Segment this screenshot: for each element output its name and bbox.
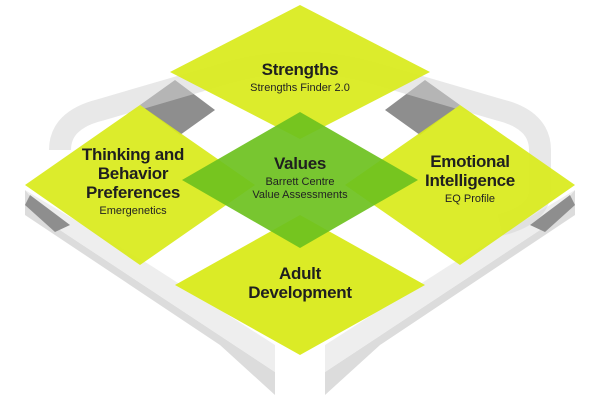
node-values-title: Values <box>273 154 327 173</box>
base-frame-left-top <box>25 190 275 372</box>
node-adult-title-line-2: Development <box>248 283 352 302</box>
frame-dark-right-low <box>530 195 575 232</box>
node-eq-title-line-2: Intelligence <box>425 171 515 190</box>
node-emotional-intelligence: Emotional Intelligence EQ Profile <box>385 152 555 206</box>
base-frame-left-side <box>25 190 275 395</box>
node-thinking-subtitle: Emergenetics <box>99 205 167 217</box>
node-values-subtitle-line-1: Barrett Centre <box>265 176 335 188</box>
node-thinking-title-line-1: Thinking and <box>81 145 185 164</box>
diamond-right <box>345 105 575 265</box>
node-eq-subtitle: EQ Profile <box>444 193 496 205</box>
node-adult-development: Adult Development <box>210 264 390 302</box>
diamond-left <box>25 105 255 265</box>
node-strengths-title: Strengths <box>261 60 339 79</box>
diamond-center <box>182 112 418 248</box>
base-frame-right-top <box>325 190 575 372</box>
frame-dark-left-low <box>25 195 70 232</box>
node-thinking-title-line-3: Preferences <box>85 183 181 202</box>
node-strengths-subtitle: Strengths Finder 2.0 <box>250 82 350 94</box>
node-strengths: Strengths Strengths Finder 2.0 <box>200 60 400 95</box>
node-values-subtitle-line-2: Value Assessments <box>252 189 348 201</box>
node-adult-title-line-1: Adult <box>279 264 321 283</box>
node-eq-title-line-1: Emotional <box>430 152 510 171</box>
node-thinking-behavior: Thinking and Behavior Preferences Emerge… <box>48 145 218 218</box>
diamond-bottom <box>175 215 425 355</box>
node-thinking-title-line-2: Behavior <box>97 164 169 183</box>
diamond-top <box>170 5 430 139</box>
base-frame-right-side <box>325 190 575 395</box>
node-values: Values Barrett Centre Value Assessments <box>225 154 375 202</box>
